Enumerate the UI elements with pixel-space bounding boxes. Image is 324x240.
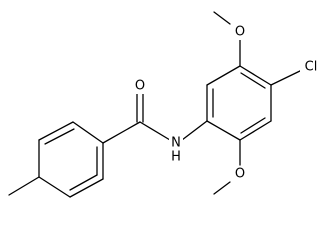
bond-methyl [8,176,40,196]
top-methoxy-oxygen-label: O [235,25,245,40]
tolyl-ring [38,121,104,198]
carbonyl-oxygen-label: O [135,79,145,94]
bond-ring1-a [72,121,104,144]
bond-ring1-inner-1 [44,128,75,145]
amide-hydrogen-label: H [171,150,181,165]
bond-ring2-c [239,65,272,86]
atom-labels: O N H O O Cl [133,24,322,182]
bottom-methoxy-oxygen-label: O [235,167,245,182]
bond-ring2-inner-3 [240,117,266,134]
bond-nitrogen-ring2 [181,120,208,141]
chemical-structure-diagram: O N H O O Cl [8,11,322,198]
bond-carbonyl-nitrogen [139,121,171,141]
bond-ring1-inner-2 [69,174,98,191]
bond-ring1-carbonyl [102,121,141,144]
chlorine-label: Cl [305,60,318,75]
bond-ring1-e [69,178,104,198]
amide-nitrogen-label: N [171,136,181,151]
bond-ring2-b [206,65,241,86]
bond-bottom-methoxy-ch3 [213,181,231,195]
bond-chlorine [270,69,303,86]
bond-ring2-inner-2 [240,72,266,89]
dimethoxy-chloro-ring [206,65,272,141]
bond-ring2-e [239,120,272,141]
bond-ring1-d [38,176,71,198]
bond-ring1-b [38,121,74,141]
bond-top-methoxy-ch3 [213,11,231,25]
bond-ring2-f [206,120,241,141]
amide-group [102,91,208,144]
